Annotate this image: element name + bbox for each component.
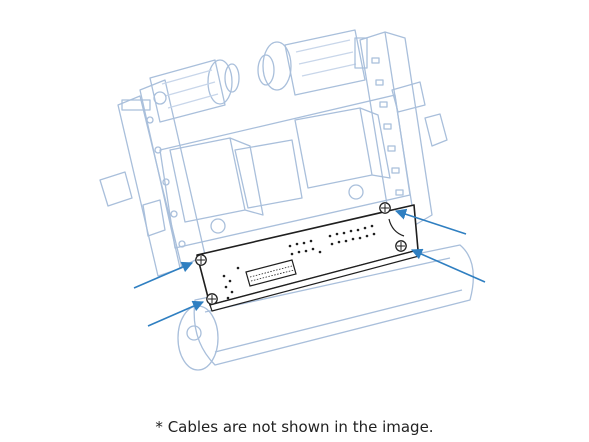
- board-notch: [388, 218, 405, 237]
- assembly-illustration: [99, 29, 486, 371]
- right-motor-block: [294, 107, 373, 189]
- mounting-screw-bottom-left: [206, 293, 218, 305]
- chassis-lineart: [99, 29, 474, 371]
- mounting-screw-bottom-right: [395, 240, 407, 252]
- mounting-screw-top-right: [379, 202, 391, 214]
- controller-board: [195, 202, 420, 312]
- rear-cross-plate: [159, 94, 411, 249]
- callout-arrow-top-right: [394, 208, 467, 235]
- mounting-screw-top-left: [195, 254, 207, 266]
- led-array: [222, 224, 376, 300]
- image-caption: * Cables are not shown in the image.: [155, 418, 434, 436]
- right-solenoid: [257, 29, 368, 96]
- left-solenoid: [121, 59, 240, 123]
- callout-arrow-bottom-left: [147, 300, 205, 327]
- callout-arrow-bottom-right: [410, 248, 486, 283]
- callout-arrows: [133, 208, 486, 327]
- ribbon-connector: [245, 259, 297, 287]
- roller-drum: [193, 244, 474, 366]
- callout-arrow-top-left: [133, 261, 194, 289]
